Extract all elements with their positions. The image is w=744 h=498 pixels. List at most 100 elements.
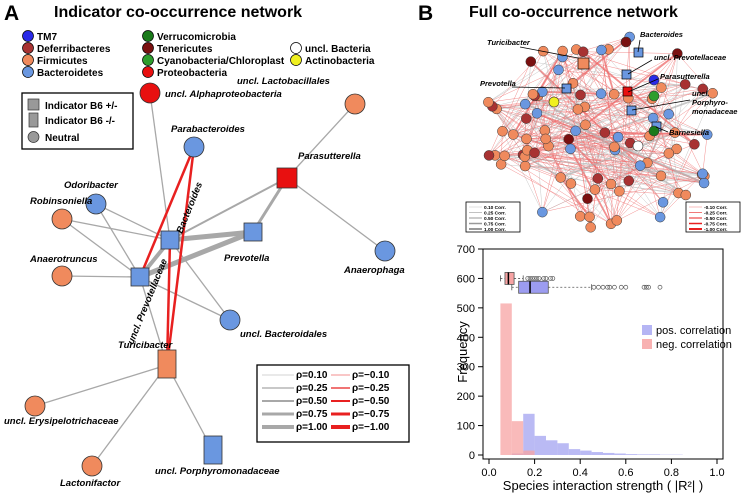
box-outlier bbox=[657, 284, 663, 290]
network-node bbox=[655, 170, 667, 182]
box-outlier bbox=[643, 284, 649, 290]
edge bbox=[61, 218, 141, 278]
network-edge bbox=[580, 94, 612, 224]
network-edge bbox=[575, 130, 591, 228]
node-bacteroidales bbox=[219, 309, 241, 331]
network-node bbox=[499, 150, 510, 162]
edge bbox=[286, 103, 356, 179]
label-pointer bbox=[627, 78, 659, 93]
network-node bbox=[657, 197, 669, 208]
network-edge bbox=[525, 165, 703, 174]
histogram-bar bbox=[580, 450, 592, 455]
network-node bbox=[527, 88, 539, 100]
box-outlier bbox=[607, 284, 613, 290]
box-outlier bbox=[600, 284, 606, 290]
node-odoribacter bbox=[85, 193, 107, 215]
corr-neg-2: -0.50 Corr. bbox=[704, 216, 727, 222]
b-label-barnesiella: Barnesiella bbox=[669, 128, 709, 137]
legend-cyanobacteria: Cyanobacteria/Chloroplast bbox=[157, 56, 285, 67]
node-turicibacter bbox=[157, 349, 177, 379]
b-label-parasutterella: Parasutterella bbox=[660, 72, 710, 81]
network-edge bbox=[488, 56, 563, 103]
node-lactonifactor bbox=[81, 455, 103, 477]
histogram-bar bbox=[648, 454, 660, 455]
box-outlier bbox=[646, 284, 651, 290]
legend-dot-tm7 bbox=[22, 30, 34, 42]
network-edge bbox=[604, 132, 620, 192]
network-node bbox=[654, 211, 666, 223]
box-outlier bbox=[623, 284, 629, 290]
label-prevotella: Prevotella bbox=[224, 253, 269, 264]
network-edge bbox=[702, 134, 708, 174]
label-pointer bbox=[637, 39, 641, 53]
network-node bbox=[563, 133, 574, 145]
y-tick-label: 600 bbox=[457, 273, 475, 285]
network-node bbox=[608, 88, 620, 100]
histogram-bar bbox=[603, 452, 615, 455]
full-network-labels: Turicibacter Bacteroides uncl. Prevotell… bbox=[480, 30, 737, 137]
node-lactobacillales bbox=[344, 93, 366, 115]
label-turicibacter: Turicibacter bbox=[118, 340, 174, 351]
network-node bbox=[672, 48, 683, 59]
panel-a-title: Indicator co-occurrence network bbox=[54, 4, 302, 21]
network-edge bbox=[610, 175, 705, 225]
network-node bbox=[555, 172, 566, 183]
network-node bbox=[612, 131, 624, 143]
node-erysipelotrichaceae bbox=[24, 395, 46, 417]
network-node bbox=[519, 160, 531, 172]
network-node bbox=[679, 79, 691, 90]
box-outlier bbox=[550, 276, 556, 281]
network-edge bbox=[492, 106, 654, 119]
panel-b: B Full co-occurrence network Turicibacte… bbox=[418, 2, 741, 493]
network-node bbox=[648, 90, 660, 102]
node-alphaproteobacteria bbox=[139, 82, 161, 104]
legend-dot-actinobacteria bbox=[290, 54, 302, 66]
network-edge bbox=[500, 51, 584, 165]
network-indicator-node bbox=[622, 86, 633, 97]
rho-neg-3: ρ=−0.75 bbox=[352, 409, 390, 420]
node-prevotellaceae bbox=[130, 267, 150, 287]
node-porphyromonadaceae bbox=[203, 435, 223, 465]
network-node bbox=[635, 160, 646, 171]
network-node bbox=[483, 150, 495, 161]
legend-uncl-bacteria: uncl. Bacteria bbox=[305, 44, 371, 55]
legend-indicator-het: Indicator B6 +/- bbox=[45, 101, 118, 112]
x-tick-label: 0.0 bbox=[481, 467, 496, 479]
network-edge bbox=[496, 108, 549, 147]
label-erysipelotrichaceae: uncl. Erysipelotrichaceae bbox=[4, 416, 119, 427]
panel-b-title: Full co-occurrence network bbox=[469, 4, 678, 21]
y-tick-label: 500 bbox=[457, 303, 475, 315]
network-edge bbox=[495, 155, 620, 192]
network-edge bbox=[649, 135, 703, 175]
node-parasutterella bbox=[276, 167, 298, 189]
network-node bbox=[697, 168, 708, 179]
box-outlier bbox=[527, 276, 533, 281]
x-tick-label: 0.8 bbox=[664, 467, 679, 479]
edge-neg bbox=[165, 239, 172, 366]
network-edge bbox=[590, 135, 650, 228]
box-outlier bbox=[612, 284, 617, 290]
network-node bbox=[707, 87, 718, 99]
network-edge bbox=[569, 148, 612, 225]
node-parabacteroides bbox=[183, 136, 205, 158]
rho-neg-2: ρ=−0.50 bbox=[352, 396, 390, 407]
network-node bbox=[582, 193, 593, 204]
legend-dot-deferribacteres bbox=[22, 42, 34, 54]
network-edge bbox=[542, 98, 629, 213]
histogram-bar bbox=[546, 440, 558, 455]
network-node bbox=[577, 46, 589, 58]
network-indicator-node bbox=[621, 69, 632, 80]
rho-pos-2: ρ=0.50 bbox=[296, 396, 328, 407]
network-edge bbox=[542, 51, 581, 217]
box-body bbox=[504, 272, 515, 285]
label-pointer bbox=[631, 99, 691, 111]
edge bbox=[149, 92, 171, 241]
histogram-bar bbox=[523, 413, 535, 455]
network-edge bbox=[594, 189, 686, 196]
network-edge bbox=[560, 146, 615, 178]
legend-circle-icon bbox=[27, 131, 40, 143]
b-label-porphyro-3: monadaceae bbox=[692, 107, 737, 116]
network-node bbox=[570, 125, 581, 137]
